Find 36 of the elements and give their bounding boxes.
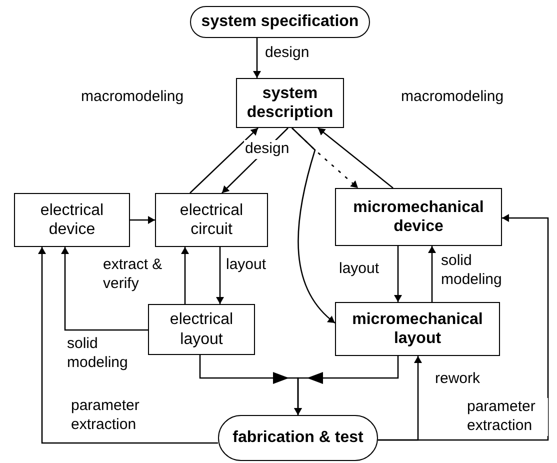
node-text: electrical layout bbox=[168, 310, 234, 349]
process-box bbox=[14, 193, 130, 247]
process-box bbox=[335, 188, 502, 246]
node-text: electrical device bbox=[39, 200, 105, 240]
arrow bbox=[130, 216, 155, 224]
process-box bbox=[335, 302, 500, 356]
arrow bbox=[254, 38, 260, 78]
edge-label: macromodeling bbox=[80, 88, 185, 107]
arrow bbox=[292, 128, 336, 324]
edge-label: parameter extraction bbox=[466, 398, 548, 436]
process-box bbox=[148, 304, 255, 355]
arrow bbox=[38, 247, 218, 444]
arrow bbox=[294, 356, 399, 415]
arrow bbox=[182, 247, 188, 304]
node-text: system description bbox=[246, 84, 334, 122]
arrow bbox=[378, 214, 549, 441]
edge-label: layout bbox=[338, 260, 380, 279]
node-text: fabrication & test bbox=[232, 428, 364, 448]
edge-label: macromodeling bbox=[400, 88, 505, 107]
arrow bbox=[394, 246, 402, 302]
arrow bbox=[190, 128, 258, 194]
node-text: system specification bbox=[201, 12, 359, 32]
edge-label: layout bbox=[225, 256, 268, 275]
terminal-pill bbox=[218, 415, 378, 461]
terminal-pill bbox=[190, 6, 370, 38]
arrow bbox=[428, 246, 436, 302]
node-text: electrical circuit bbox=[178, 200, 244, 240]
arrow bbox=[318, 128, 394, 188]
node-text: micromechanical device bbox=[352, 198, 485, 236]
arrow bbox=[216, 247, 224, 304]
arrow bbox=[62, 247, 148, 331]
node-text: micromechanical layout bbox=[351, 310, 484, 348]
edge-label: design bbox=[264, 44, 310, 63]
edge-label: design bbox=[244, 140, 290, 159]
process-box bbox=[155, 193, 268, 247]
process-box bbox=[236, 78, 344, 128]
